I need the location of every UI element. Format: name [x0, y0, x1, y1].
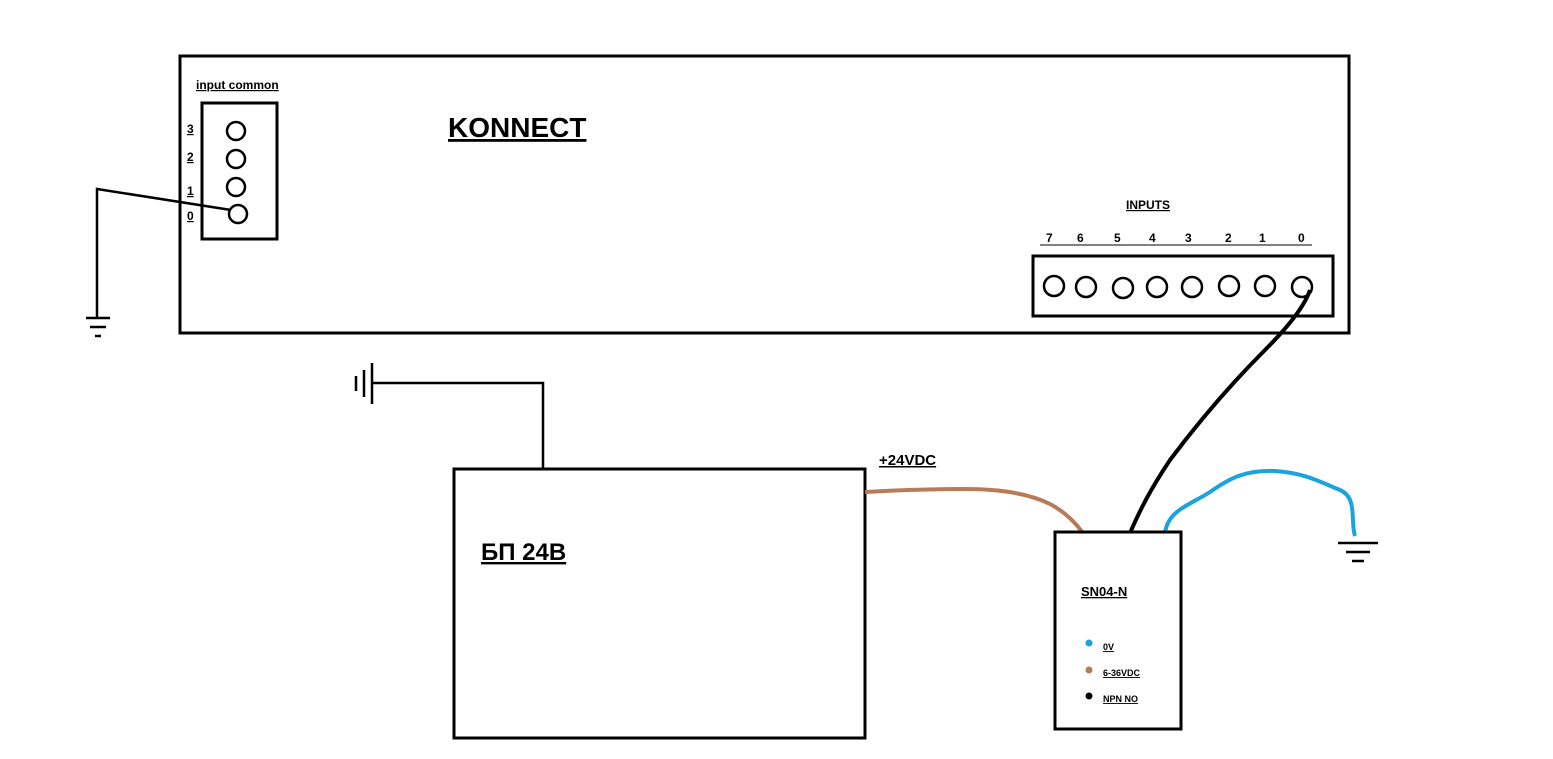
input-terminal-2	[1217, 274, 1241, 298]
inputs-label: INPUTS	[1126, 198, 1170, 212]
input-terminal-1	[1253, 274, 1277, 298]
brown-dot-icon	[1085, 666, 1093, 674]
common-ground-wire	[95, 187, 232, 318]
input-terminal-0	[1290, 275, 1314, 299]
legend-0v: 0V	[1103, 642, 1114, 652]
input-terminal-4	[1145, 275, 1169, 299]
konnect-box	[178, 54, 1351, 335]
input-label-5: 5	[1114, 231, 1121, 245]
input-label-7: 7	[1046, 231, 1053, 245]
input-terminal-5	[1111, 276, 1135, 300]
common-terminal-0	[227, 203, 249, 225]
input-label-1: 1	[1259, 231, 1266, 245]
black-wire	[1128, 289, 1312, 534]
input-label-4: 4	[1149, 231, 1156, 245]
common-label-2: 2	[187, 150, 194, 164]
input-terminal-6	[1074, 275, 1098, 299]
input-label-2: 2	[1225, 231, 1232, 245]
common-terminal-3	[225, 120, 247, 142]
input-terminal-7	[1042, 274, 1066, 298]
input-label-0: 0	[1298, 231, 1305, 245]
chassis-ground-icon	[354, 363, 374, 404]
common-terminal-1	[225, 176, 247, 198]
blue-wire	[1163, 468, 1357, 537]
psu-box	[452, 467, 867, 740]
sensor-title: SN04-N	[1081, 584, 1127, 599]
psu-title: БП 24В	[481, 539, 566, 566]
legend-6-36vdc: 6-36VDC	[1103, 668, 1141, 678]
ground-icon	[86, 316, 110, 338]
input-common-label: input common	[196, 78, 279, 92]
sensor-ground-icon	[1338, 541, 1378, 563]
brown-wire	[864, 486, 1085, 535]
blue-dot-icon	[1085, 639, 1093, 647]
inputs-block	[1031, 254, 1335, 318]
input-label-3: 3	[1185, 231, 1192, 245]
common-terminal-2	[225, 148, 247, 170]
input-common-block	[200, 101, 279, 241]
common-label-3: 3	[187, 122, 194, 136]
black-dot-icon	[1085, 692, 1093, 700]
input-label-6: 6	[1077, 231, 1084, 245]
legend-npn-no: NPN NO	[1103, 694, 1138, 704]
input-terminal-3	[1180, 275, 1204, 299]
psu-output-label: +24VDC	[879, 452, 936, 469]
common-label-0: 0	[187, 209, 194, 223]
common-label-1: 1	[187, 184, 194, 198]
konnect-title: KONNECT	[448, 112, 586, 143]
sensor-box	[1053, 530, 1183, 731]
psu-ground-wire	[373, 381, 545, 469]
